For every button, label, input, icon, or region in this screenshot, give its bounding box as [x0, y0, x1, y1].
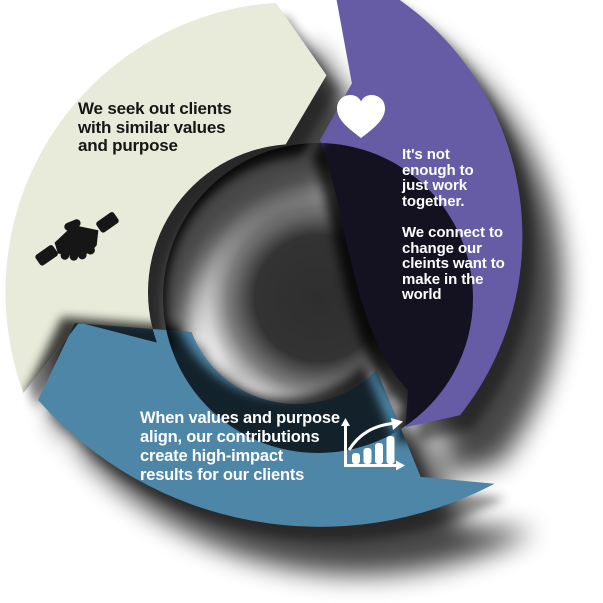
handshake-icon — [34, 210, 122, 276]
segment-seek-label: We seek out clients with similar values … — [78, 99, 232, 156]
segment-results-label: When values and purpose align, our contr… — [140, 409, 340, 484]
segment-connect-label: It's not enough to just work together. W… — [402, 146, 505, 304]
heart-icon — [335, 93, 387, 141]
growth-chart-icon — [337, 417, 407, 475]
